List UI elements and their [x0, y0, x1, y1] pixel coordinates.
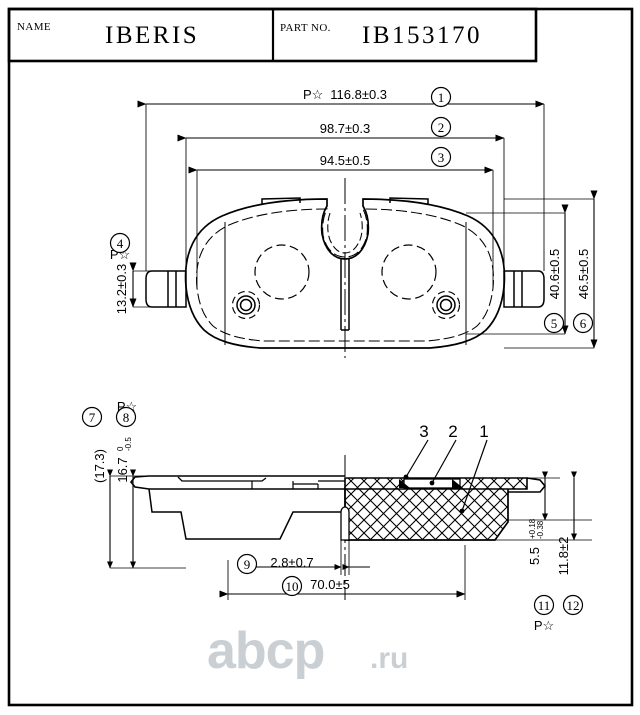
- watermark-main: abcp: [207, 622, 324, 680]
- plate-top-notches: [261, 197, 429, 204]
- center-slot: [327, 212, 363, 331]
- dim-5-text: 40.6±0.5: [547, 249, 562, 300]
- plan-view: [145, 178, 545, 358]
- dim-marker-10-text: 10: [286, 579, 299, 594]
- dim-6-text: 46.5±0.5: [576, 249, 591, 300]
- dim-8-tol-lower: -0.5: [124, 437, 133, 451]
- rivet-left: [231, 290, 261, 320]
- dim-11-text: 5.5 +0.18 -0.38: [527, 518, 545, 565]
- dim-11-tol-lower: -0.38: [536, 520, 545, 539]
- section-view: 3 2 1: [129, 422, 547, 600]
- dim-8-text: 16.7 0 -0.5: [115, 437, 133, 483]
- bore-right: [381, 244, 437, 300]
- name-value: IBERIS: [105, 22, 199, 49]
- dim-4-text: 13.2±0.3: [114, 264, 129, 315]
- svg-text:16.7: 16.7: [115, 457, 130, 482]
- dim-marker-5-text: 5: [551, 316, 558, 331]
- dim-11-tol-upper: +0.18: [528, 518, 537, 539]
- section-dimensions: [107, 469, 592, 600]
- plan-dimensions: [129, 100, 598, 349]
- dim-9-text: 2.8±0.7: [270, 555, 313, 570]
- dim-marker-6-text: 6: [580, 316, 587, 331]
- bore-left: [254, 244, 310, 300]
- dim-1-text: P☆116.8±0.3: [303, 87, 387, 102]
- dim-marker-7: 7: [81, 406, 103, 428]
- watermark-suffix: .ru: [370, 642, 408, 675]
- dim-2-text: 98.7±0.3: [320, 121, 371, 136]
- leader-2: [429, 439, 457, 486]
- layer-callout-1: 1: [479, 422, 488, 441]
- part-no-value: IB153170: [362, 22, 482, 49]
- dim-marker-8-text: 8: [123, 410, 130, 425]
- dim-marker-2: 2: [430, 116, 452, 138]
- dim-marker-6: 6: [572, 312, 594, 334]
- dim-marker-4-text: 4: [117, 236, 124, 251]
- part-no-label: PART NO.: [280, 22, 331, 34]
- dim-marker-4: 4: [109, 232, 131, 254]
- plate-step-left: [148, 488, 345, 540]
- layer-callout-2: 2: [448, 422, 457, 441]
- dim-12-text: 11.8±2: [556, 537, 571, 576]
- dim-marker-3: 3: [430, 146, 452, 168]
- dim-marker-5: 5: [543, 312, 565, 334]
- dim-marker-2-text: 2: [438, 120, 445, 135]
- friction-block-section: [344, 487, 509, 541]
- leader-3: [403, 439, 429, 480]
- dim-marker-10: 10: [281, 575, 303, 597]
- dim-3-text: 94.5±0.5: [320, 153, 371, 168]
- dim-marker-7-text: 7: [89, 410, 96, 425]
- dim-marker-11-text: 11: [538, 598, 551, 613]
- backing-plate-outline: [184, 198, 506, 349]
- svg-text:5.5: 5.5: [527, 547, 542, 565]
- dim-marker-1: 1: [430, 86, 452, 108]
- dim-marker-8: 8: [115, 406, 137, 428]
- dim-marker-9: 9: [236, 553, 258, 575]
- dim-marker-12-text: 12: [567, 598, 580, 613]
- dim-11-prefix: P☆: [534, 618, 554, 633]
- layer-callout-3: 3: [419, 422, 428, 441]
- rivet-right: [431, 290, 461, 320]
- leader-1: [459, 439, 488, 514]
- dim-8-tol-upper: 0: [116, 446, 125, 451]
- backing-plate-side-inner: [177, 476, 267, 482]
- section-dimension-labels: (17.3) P☆ 16.7 0 -0.5 2.8±0.7 70.0±5 5.5…: [81, 399, 584, 633]
- dim-10-text: 70.0±5: [310, 577, 350, 592]
- lug-right: [503, 270, 545, 308]
- layer-detail: [399, 478, 463, 489]
- friction-material-outline: [195, 208, 495, 342]
- layer-callout-leaders: [403, 439, 488, 514]
- dim-marker-9-text: 9: [244, 557, 251, 572]
- dim-marker-3-text: 3: [438, 150, 445, 165]
- dim-marker-12: 12: [562, 594, 584, 616]
- watermark: abcp .ru: [207, 622, 408, 680]
- dim-marker-11: 11: [533, 594, 555, 616]
- plan-dimension-labels: P☆116.8±0.3 98.7±0.3 94.5±0.5 P☆ 13.2±0.…: [109, 86, 594, 334]
- title-block: NAME IBERIS PART NO. IB153170: [7, 7, 538, 63]
- name-label: NAME: [17, 21, 51, 33]
- center-pin-section: [340, 506, 350, 541]
- dim-marker-1-text: 1: [438, 90, 445, 105]
- plate-partitions: [251, 480, 345, 489]
- dim-7-text: (17.3): [92, 449, 107, 483]
